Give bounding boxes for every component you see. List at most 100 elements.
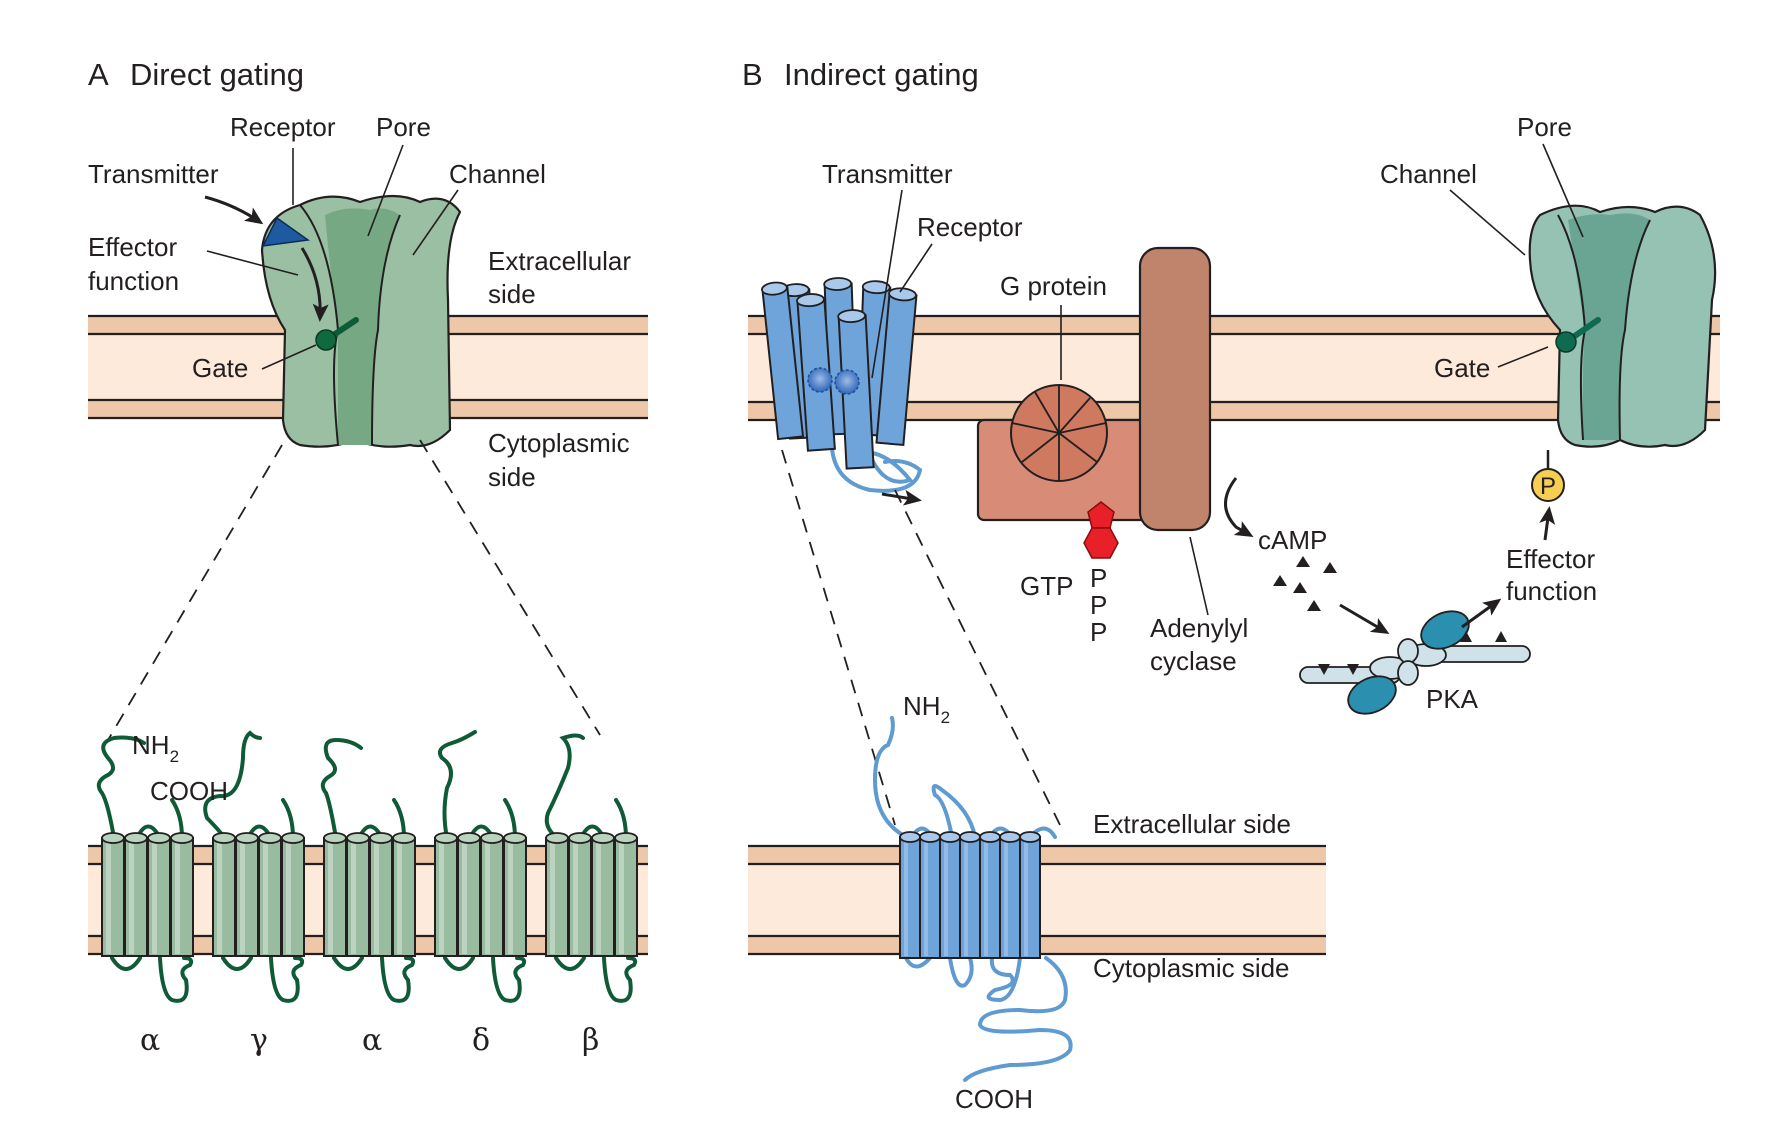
panel-b-indirect-gating: B Indirect gating (742, 57, 1720, 1114)
label-cytoplasmic-a-1: Cytoplasmic (488, 428, 630, 458)
label-nh2-a: NH2 (132, 730, 179, 766)
effector-to-channel-arrow (1539, 506, 1556, 541)
zoom-guide-right-a (419, 439, 601, 736)
label-adenylyl-1: Adenylyl (1150, 613, 1248, 643)
modulated-channel (1528, 204, 1717, 448)
label-cooh-a: COOH (150, 776, 228, 806)
label-cytoplasmic-b: Cytoplasmic side (1093, 953, 1290, 983)
tm-helix-4 (959, 836, 981, 959)
label-effector-b-1: Effector (1506, 544, 1595, 574)
gtp-molecule (1083, 501, 1119, 559)
tm-helix-2 (919, 836, 941, 959)
zoom-guide-left-b (781, 449, 896, 826)
label-effector-b-2: function (1506, 576, 1597, 606)
g-protein (976, 384, 1150, 522)
subunit-label-4: δ (472, 1023, 490, 1058)
subunit-label-2: γ (250, 1023, 268, 1058)
helix (457, 837, 481, 957)
tm-helix-6 (999, 836, 1021, 959)
panel-b-letter: B (742, 57, 763, 92)
label-camp: cAMP (1258, 525, 1327, 555)
label-pka: PKA (1426, 684, 1479, 714)
label-receptor-b: Receptor (917, 212, 1023, 242)
label-receptor-a: Receptor (230, 112, 336, 142)
label-transmitter-b: Transmitter (822, 159, 953, 189)
label-phosphate: P (1540, 473, 1556, 500)
label-ppp-1: P (1090, 563, 1107, 593)
label-channel-a: Channel (449, 159, 546, 189)
camp-to-pka-arrow (1339, 603, 1390, 635)
label-effector-a-2: function (88, 266, 179, 296)
tm-helix-5 (979, 836, 1001, 959)
gpcr-7tm-helices (899, 831, 1041, 959)
helix (147, 837, 171, 957)
subunit-4 (434, 730, 527, 1003)
helix (235, 837, 259, 957)
label-gate-a: Gate (192, 353, 248, 383)
label-pore-a: Pore (376, 112, 431, 142)
helix (369, 837, 393, 957)
label-nh2-b: NH2 (903, 691, 950, 727)
helix (568, 837, 592, 957)
label-cytoplasmic-a-2: side (488, 462, 536, 492)
subunit-2 (203, 730, 305, 1003)
transmitter-molecule-b1 (807, 367, 833, 393)
label-cooh-b: COOH (955, 1084, 1033, 1114)
label-transmitter-a: Transmitter (88, 159, 219, 189)
helix (281, 837, 305, 957)
zoom-guide-right-b (894, 489, 1061, 826)
subunit-label-3: α (362, 1023, 382, 1058)
zoom-guide-left-a (107, 444, 283, 741)
gate-a (315, 317, 359, 351)
helix (503, 837, 527, 957)
subunit-1 (96, 735, 194, 1003)
panel-a-letter: A (88, 57, 109, 92)
transmitter-molecule-a (261, 216, 310, 247)
helix (124, 837, 148, 957)
tm-helix-3 (939, 836, 961, 959)
label-ppp-2: P (1090, 590, 1107, 620)
tm-helix-1 (899, 836, 921, 959)
phosphate-group (1531, 468, 1565, 502)
camp-molecules (1273, 556, 1337, 611)
camp-production-arrow (1224, 477, 1254, 537)
helix (346, 837, 370, 957)
label-ppp-3: P (1090, 617, 1107, 647)
panel-a-direct-gating: A Direct gating (88, 57, 648, 1058)
ligand-gated-channel (260, 194, 462, 448)
helix (614, 837, 638, 957)
label-adenylyl-2: cyclase (1150, 646, 1237, 676)
label-extracellular-a-1: Extracellular (488, 246, 631, 276)
label-extracellular-b: Extracellular side (1093, 809, 1291, 839)
tm-helix-7 (1019, 836, 1041, 959)
gate-b (1555, 317, 1601, 353)
effector-arrow-a (300, 247, 329, 322)
panel-a-title: Direct gating (130, 57, 304, 92)
label-extracellular-a-2: side (488, 279, 536, 309)
helix (434, 837, 458, 957)
helix (212, 837, 236, 957)
subunit-label-1: α (140, 1023, 160, 1058)
helix (323, 837, 347, 957)
helix (480, 837, 504, 957)
label-channel-b: Channel (1380, 159, 1477, 189)
helix (101, 837, 125, 957)
subunit-label-5: β (582, 1023, 599, 1058)
pka-effector-arrow (1461, 598, 1502, 629)
helix (591, 837, 615, 957)
panel-b-title: Indirect gating (784, 57, 979, 92)
label-gtp: GTP (1020, 571, 1073, 601)
helix (392, 837, 416, 957)
transmitter-molecule-b2 (834, 369, 860, 395)
subunit-5 (544, 733, 638, 1003)
label-pore-b: Pore (1517, 112, 1572, 142)
nachr-subunits (96, 730, 638, 1003)
subunit-3 (320, 737, 416, 1003)
label-g-protein: G protein (1000, 271, 1107, 301)
helix (170, 837, 194, 957)
label-gate-b: Gate (1434, 353, 1490, 383)
receptor-to-gprotein-arrow (881, 489, 922, 506)
label-effector-a-1: Effector (88, 232, 177, 262)
g-protein-beta-propeller (1010, 384, 1108, 482)
